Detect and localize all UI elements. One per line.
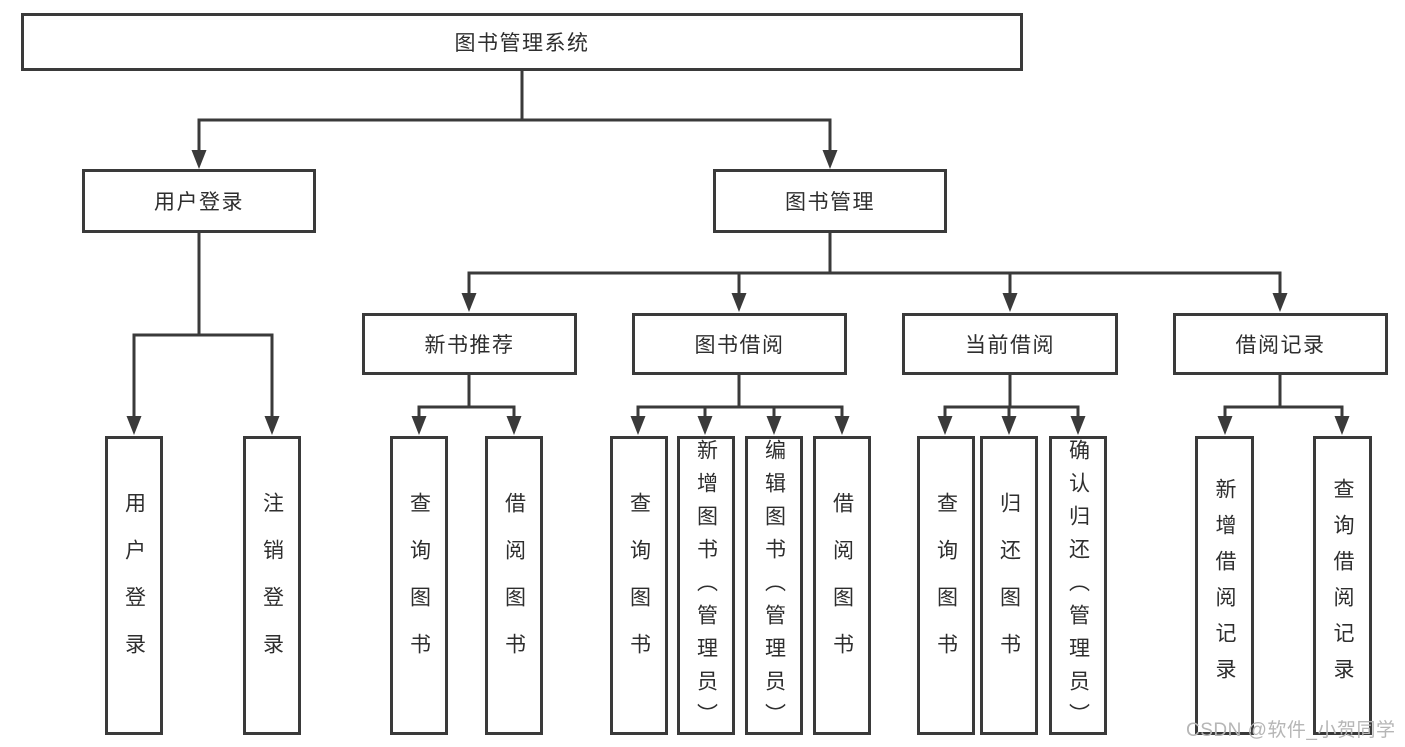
node-label: 查询图书 [407,491,431,680]
node-label: 借阅图书 [830,491,854,680]
node-leaf-return-book: 归还图书 [980,436,1038,735]
node-leaf-edit-book-admin: 编辑图书（管理员） [745,436,803,736]
node-leaf-query-books-borrow: 查询图书 [610,436,668,735]
node-label: 图书管理系统 [454,32,590,55]
watermark: CSDN @软件_小贺同学 [1186,720,1396,741]
arrowheads-group [126,150,1350,435]
node-new-book-recommend: 新书推荐 [362,313,577,375]
node-current-borrow: 当前借阅 [902,313,1118,375]
node-user-login: 用户登录 [82,169,316,233]
node-borrow-records: 借阅记录 [1173,313,1388,375]
node-label: 新增图书（管理员） [694,439,718,736]
node-leaf-add-borrow-record: 新增借阅记录 [1195,436,1254,735]
node-label: 确认归还（管理员） [1066,439,1090,736]
node-leaf-borrow-books-borrow: 借阅图书 [813,436,871,735]
node-leaf-user-login: 用户登录 [105,436,163,735]
node-leaf-add-book-admin: 新增图书（管理员） [677,436,735,736]
node-leaf-query-books-recommend: 查询图书 [390,436,448,735]
node-label: 图书管理 [785,191,875,214]
node-leaf-query-borrow-record: 查询借阅记录 [1313,436,1372,735]
node-leaf-logout: 注销登录 [243,436,301,735]
node-label: 归还图书 [997,491,1021,680]
node-leaf-query-books-current: 查询图书 [917,436,975,735]
node-label: 用户登录 [154,191,244,214]
node-label: 图书借阅 [694,334,785,357]
node-label: 查询借阅记录 [1331,477,1354,694]
node-label: 查询图书 [934,491,958,680]
node-root: 图书管理系统 [21,13,1023,71]
node-book-borrow: 图书借阅 [632,313,847,375]
node-label: 新增借阅记录 [1213,477,1236,694]
node-book-management: 图书管理 [713,169,947,233]
node-leaf-borrow-books-recommend: 借阅图书 [485,436,543,735]
node-label: 注销登录 [260,491,284,680]
node-label: 用户登录 [122,491,146,680]
node-label: 借阅记录 [1235,334,1326,357]
node-label: 新书推荐 [424,334,515,357]
node-label: 当前借阅 [965,334,1055,357]
node-label: 查询图书 [627,491,651,680]
node-label: 编辑图书（管理员） [762,439,786,736]
node-label: 借阅图书 [502,491,526,680]
node-leaf-confirm-return-admin: 确认归还（管理员） [1049,436,1107,736]
